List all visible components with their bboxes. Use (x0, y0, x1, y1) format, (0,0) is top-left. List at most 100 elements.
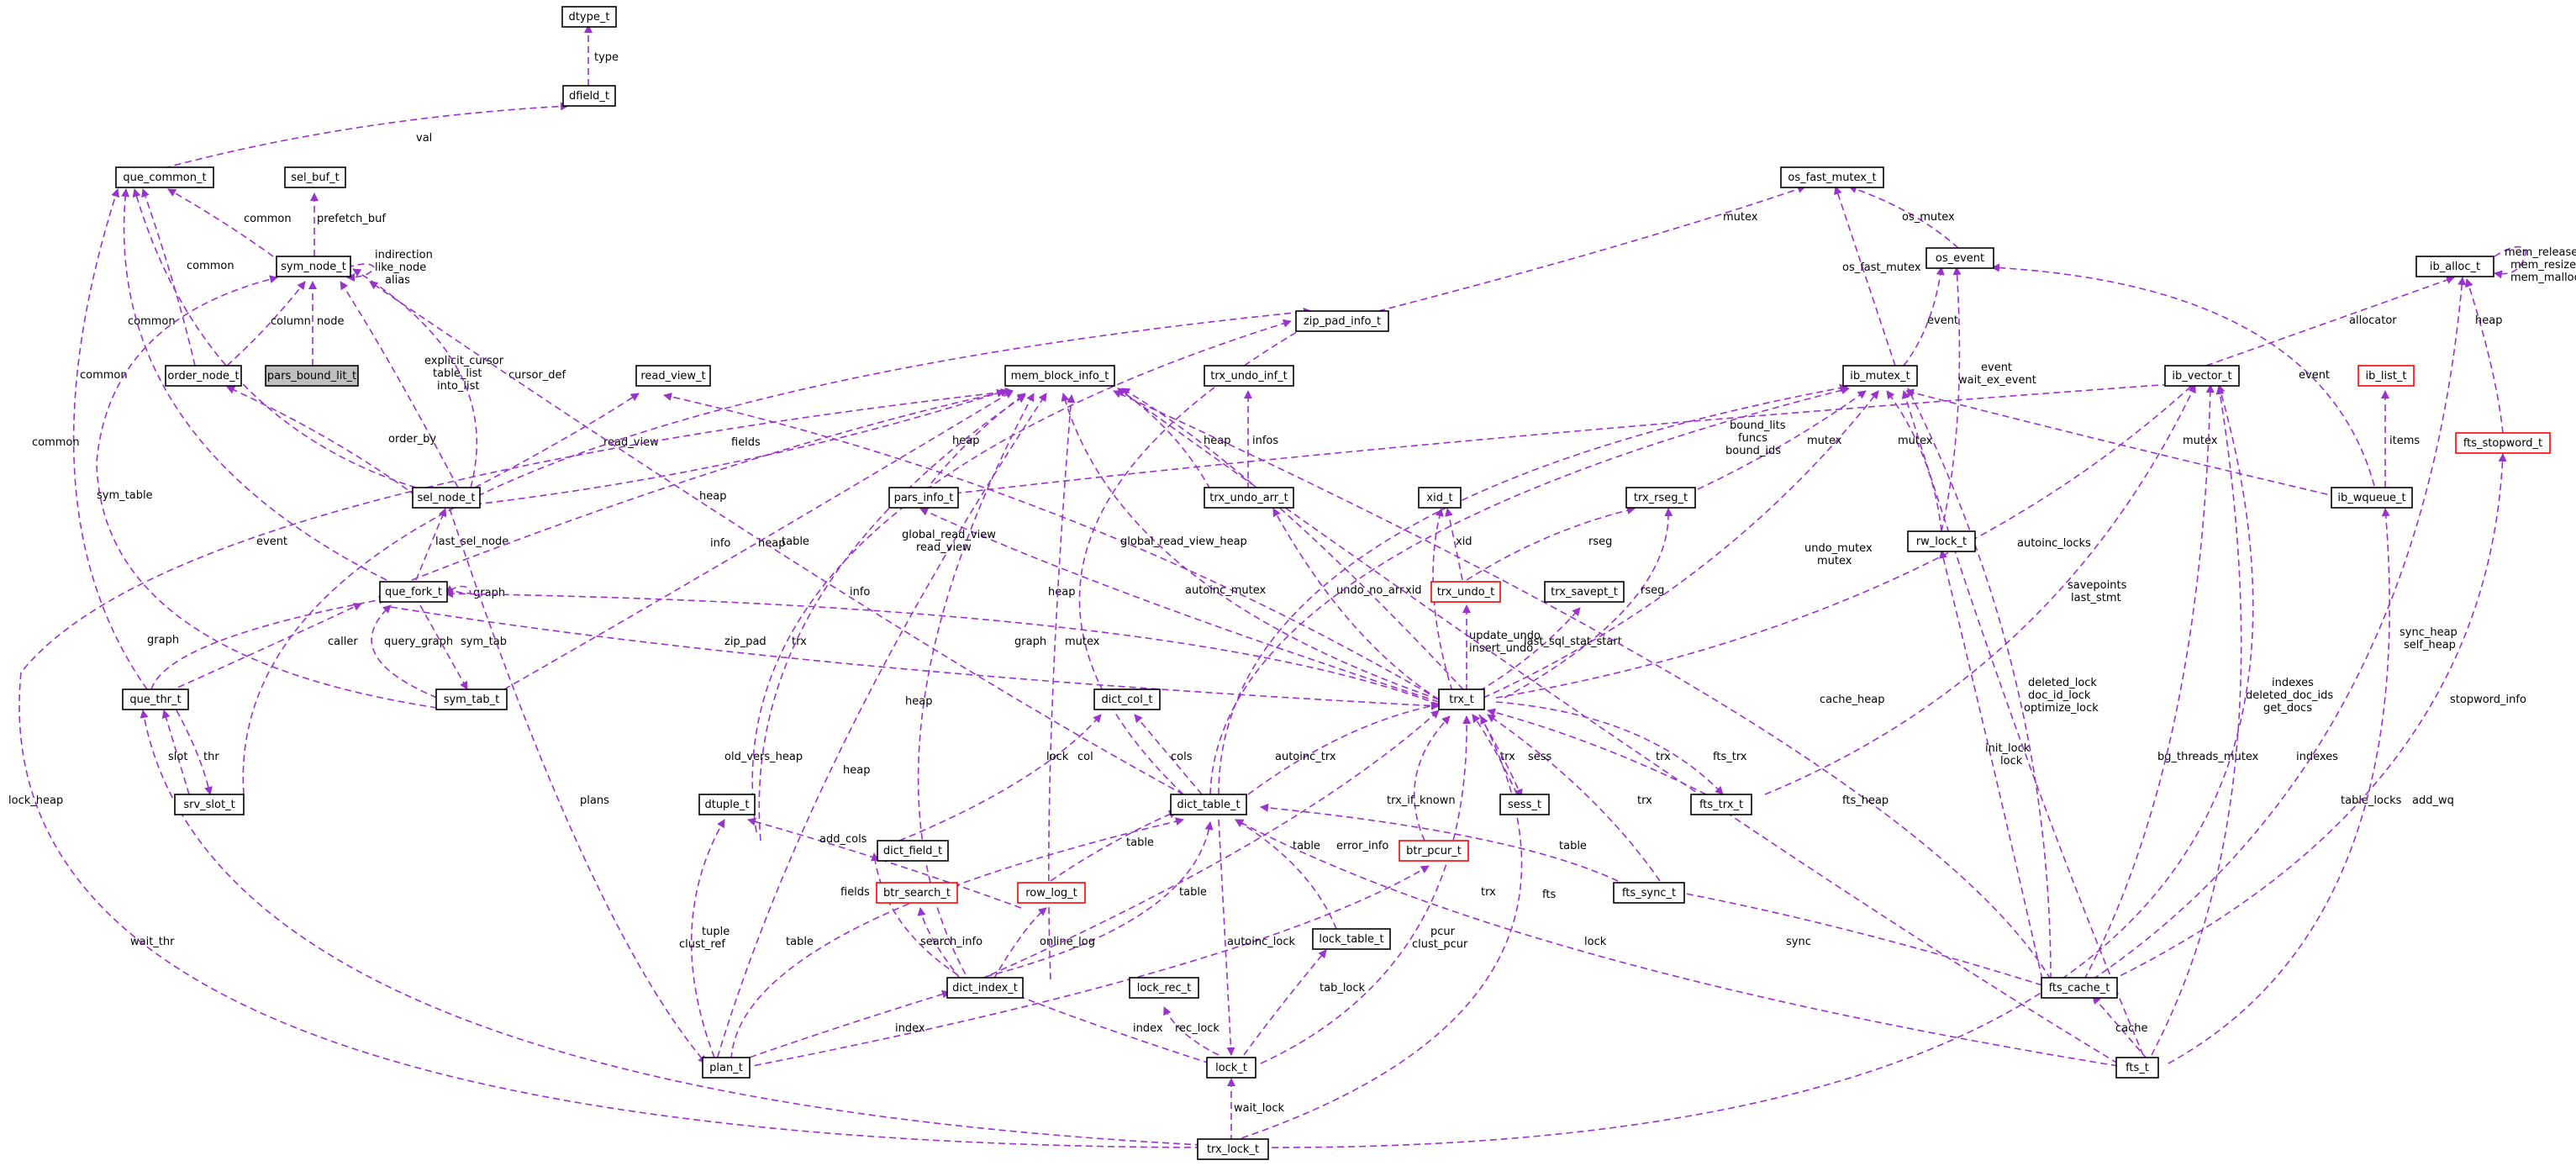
node-que-thr-t[interactable]: que_thr_t (122, 689, 189, 710)
node-ib-wqueue-t[interactable]: ib_wqueue_t (2331, 487, 2413, 509)
node-lock-t[interactable]: lock_t (1206, 1057, 1256, 1079)
svg-text:sess_t: sess_t (1508, 799, 1541, 811)
svg-text:os_fast_mutex: os_fast_mutex (1842, 261, 1921, 274)
node-dict-field-t[interactable]: dict_field_t (877, 840, 949, 862)
svg-text:cursor_def: cursor_def (508, 369, 566, 382)
node-fts-trx-t[interactable]: fts_trx_t (1690, 794, 1752, 815)
node-dfield-t[interactable]: dfield_t (562, 85, 616, 107)
node-dtype-t[interactable]: dtype_t (561, 6, 617, 28)
svg-text:common: common (187, 260, 234, 272)
edge-table-row: table (1050, 810, 1177, 882)
edge-caller: caller (167, 603, 362, 693)
node-order-node-t[interactable]: order_node_t (165, 365, 242, 387)
node-zip-pad-info-t[interactable]: zip_pad_info_t (1295, 310, 1389, 332)
node-plan-t[interactable]: plan_t (702, 1057, 751, 1079)
svg-text:info: info (710, 537, 730, 550)
node-xid-t[interactable]: xid_t (1418, 487, 1462, 509)
svg-text:val: val (416, 132, 432, 145)
node-ib-list-t[interactable]: ib_list_t (2357, 365, 2415, 387)
node-pars-info-t[interactable]: pars_info_t (888, 487, 959, 509)
edge-heap-trx: heap (1048, 388, 1472, 699)
node-pars-bound-lit-t[interactable]: pars_bound_lit_t (265, 365, 359, 387)
node-row-log-t[interactable]: row_log_t (1017, 882, 1086, 904)
svg-text:lock: lock (1046, 751, 1069, 763)
edge-undo-no-arr: undo_no_arr (1272, 508, 1440, 700)
node-dict-col-t[interactable]: dict_col_t (1093, 689, 1161, 710)
edge-heap-index: heap (905, 393, 1035, 984)
svg-text:wait_thr: wait_thr (130, 936, 175, 948)
node-lock-rec-t[interactable]: lock_rec_t (1129, 977, 1199, 999)
node-sym-node-t[interactable]: sym_node_t (276, 256, 351, 277)
node-fts-sync-t[interactable]: fts_sync_t (1613, 882, 1685, 904)
edge-error-info: error_info (970, 710, 1440, 984)
node-btr-pcur-t[interactable]: btr_pcur_t (1399, 840, 1469, 862)
svg-text:heap: heap (2475, 314, 2502, 327)
svg-text:table: table (782, 536, 809, 548)
svg-text:fields: fields (731, 436, 761, 449)
node-trx-undo-t[interactable]: trx_undo_t (1430, 581, 1501, 603)
svg-text:lock_rec_t: lock_rec_t (1137, 982, 1192, 995)
node-trx-rseg-t[interactable]: trx_rseg_t (1625, 487, 1696, 509)
node-que-common-t[interactable]: que_common_t (115, 166, 214, 188)
edge-heap-fork: heap (411, 388, 1009, 581)
node-sel-buf-t[interactable]: sel_buf_t (284, 166, 346, 188)
node-btr-search-t[interactable]: btr_search_t (876, 882, 958, 904)
edge-old-vers: old_vers_heap (724, 394, 1026, 842)
edge-last-sql: last_sql_stat_start (1478, 607, 1622, 692)
edge-os-fast-mutex: os_fast_mutex (1834, 186, 1921, 367)
node-sel-node-t[interactable]: sel_node_t (412, 487, 481, 509)
node-os-event[interactable]: os_event (1925, 247, 1994, 269)
node-read-view-t[interactable]: read_view_t (635, 365, 711, 387)
svg-text:wait_lock: wait_lock (1234, 1102, 1285, 1115)
node-ib-mutex-t[interactable]: ib_mutex_t (1842, 365, 1918, 387)
svg-text:graph: graph (147, 634, 179, 646)
node-dtuple-t[interactable]: dtuple_t (698, 794, 756, 815)
node-trx-savept-t[interactable]: trx_savept_t (1544, 581, 1625, 603)
edge-last-sel: last_sel_node (415, 508, 508, 581)
node-os-fast-mutex-t[interactable]: os_fast_mutex_t (1780, 166, 1884, 188)
node-fts-cache-t[interactable]: fts_cache_t (2041, 977, 2118, 999)
node-trx-undo-inf-t[interactable]: trx_undo_inf_t (1204, 365, 1294, 387)
edge-cache: cache (2092, 995, 2148, 1060)
edge-val: val (163, 102, 569, 169)
svg-text:heap: heap (758, 537, 785, 550)
svg-text:autoinc_trx: autoinc_trx (1275, 751, 1336, 763)
svg-text:sess: sess (1528, 751, 1552, 763)
edge-table-locks: table_locks (1260, 384, 2402, 1148)
edge-tab-lock: tab_lock (1243, 949, 1366, 1056)
svg-text:trx: trx (1656, 751, 1671, 763)
edge-mutex-rw: mutex (1886, 390, 1942, 532)
node-ib-vector-t[interactable]: ib_vector_t (2164, 365, 2240, 387)
node-srv-slot-t[interactable]: srv_slot_t (174, 794, 245, 815)
svg-text:os_event: os_event (1936, 252, 1984, 265)
node-trx-undo-arr-t[interactable]: trx_undo_arr_t (1204, 487, 1294, 509)
node-lock-table-t[interactable]: lock_table_t (1312, 928, 1391, 950)
node-dict-index-t[interactable]: dict_index_t (946, 977, 1024, 999)
edge-type: type (584, 24, 619, 86)
node-sess-t[interactable]: sess_t (1499, 794, 1550, 815)
svg-text:col: col (1077, 751, 1093, 763)
node-sym-tab-t[interactable]: sym_tab_t (435, 689, 508, 710)
svg-text:srv_slot_t: srv_slot_t (183, 799, 234, 811)
node-trx-lock-t[interactable]: trx_lock_t (1197, 1138, 1269, 1160)
node-fts-t[interactable]: fts_t (2115, 1057, 2159, 1079)
edge-common-order: common (141, 188, 234, 367)
node-fts-stopword-t[interactable]: fts_stopword_t (2455, 432, 2551, 454)
node-que-fork-t[interactable]: que_fork_t (379, 581, 448, 603)
edge-event-mutex: event (1903, 266, 1958, 367)
svg-text:trx_lock_t: trx_lock_t (1207, 1143, 1259, 1156)
svg-text:common: common (128, 315, 176, 328)
svg-text:trx_savept_t: trx_savept_t (1551, 586, 1618, 599)
edge-lock-trx: lock (1230, 715, 1607, 1142)
node-trx-t[interactable]: trx_t (1438, 689, 1485, 710)
node-ib-alloc-t[interactable]: ib_alloc_t (2415, 256, 2494, 277)
node-mem-block-info-t[interactable]: mem_block_info_t (1004, 365, 1115, 387)
node-rw-lock-t[interactable]: rw_lock_t (1907, 530, 1976, 552)
node-dict-table-t[interactable]: dict_table_t (1170, 794, 1247, 815)
